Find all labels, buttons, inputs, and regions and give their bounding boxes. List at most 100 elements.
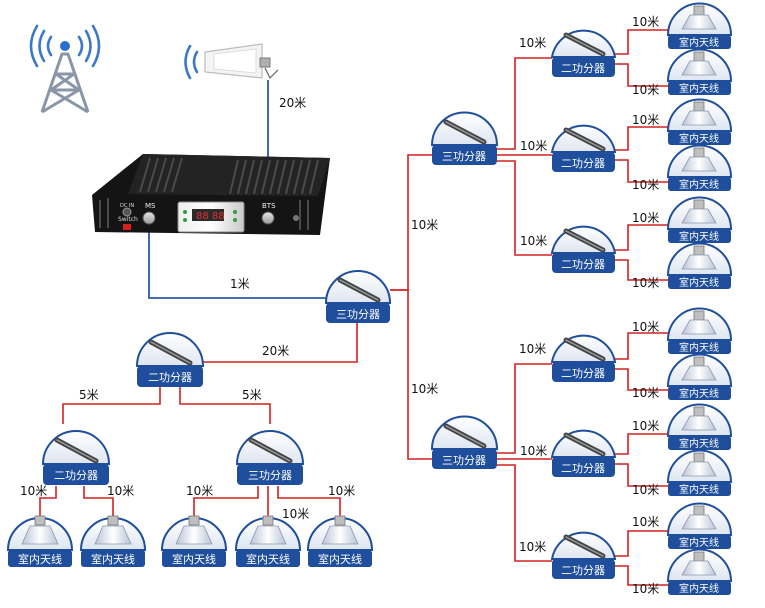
splitter-b: 三功分器 [235,430,305,485]
label-b-ant3: 10米 [328,484,355,498]
cable-s1-top [615,29,668,55]
dcin-label: DC IN [120,203,134,209]
splitter-s6: 二功分器 [550,531,617,579]
splitter-s3: 二功分器 [550,225,617,273]
label-s2-top: 10米 [632,113,659,127]
label-donor-feed: 20米 [279,96,306,110]
cooling-fins [99,157,319,230]
label-b-ant1: 10米 [186,484,213,498]
label-antenna-b2: 室内天线 [91,552,135,566]
label-antenna-r3: 室内天线 [679,132,719,145]
label-left-to-a: 5米 [79,388,99,402]
splitter-hub: 三功分器 [324,270,392,323]
label-upper-s1: 10米 [519,36,546,50]
label-splitter-s5: 二功分器 [561,462,605,475]
label-hub-to-left: 20米 [262,344,289,358]
label-antenna-b1: 室内天线 [18,552,62,566]
cable-length-labels: 1米 10米 10米 20米 5米 5米 10米 10米 10米 10米 10米… [20,15,659,596]
label-splitter-s3: 二功分器 [561,258,605,271]
label-antenna-r8: 室内天线 [679,387,719,400]
cable-left-to-a [62,387,161,424]
cable-s4-top [615,332,668,360]
label-s5-bottom: 10米 [632,483,659,497]
label-s6-bottom: 10米 [632,582,659,596]
bts-port [261,211,275,225]
cable-s6-top [615,530,668,557]
splitter-s4: 二功分器 [550,334,617,382]
cable-s5-bottom [615,463,668,487]
indoor-antenna-b1: 室内天线 [6,515,74,567]
label-antenna-r10: 室内天线 [679,483,719,496]
label-splitter-s2: 二功分器 [561,157,605,170]
cable-s1-bottom [615,63,668,87]
label-ms-to-hub: 1米 [230,277,250,291]
indoor-antenna-b4: 室内天线 [234,515,302,567]
indoor-antenna-r1: 室内天线 [666,2,733,49]
cable-a-ant2 [83,486,114,516]
splitter-a: 二功分器 [41,430,111,485]
label-hub-to-upper: 10米 [411,218,438,232]
cable-s6-bottom [615,565,668,586]
label-lower-s6: 10米 [519,540,546,554]
dcin-port [122,207,132,217]
indoor-antenna-b2: 室内天线 [79,515,147,567]
label-antenna-r4: 室内天线 [679,178,719,191]
ms-port [142,211,156,225]
indoor-antenna-r3: 室内天线 [666,98,733,145]
cable-b-ant3 [277,486,341,516]
label-splitter-s1: 二功分器 [561,62,605,75]
label-left-to-b: 5米 [242,388,262,402]
label-splitter-s6: 二功分器 [561,564,605,577]
ms-port-label: MS [145,202,156,210]
label-splitter-a: 二功分器 [54,469,98,482]
cable-network [39,29,668,586]
cable-lower-s6 [497,464,552,562]
cable-s2-top [615,126,668,151]
indoor-antenna-r9: 室内天线 [666,403,733,450]
cable-a-ant1 [39,486,57,516]
cable-s5-top [615,433,668,455]
donor-antenna-icon [184,43,279,80]
label-a-ant2: 10米 [107,484,134,498]
label-s1-bottom: 10米 [632,83,659,97]
cable-upper-s3 [497,160,552,256]
cable-s3-top [615,224,668,251]
label-s3-bottom: 10米 [632,276,659,290]
label-splitter-s4: 二功分器 [561,367,605,380]
splitter-s1: 二功分器 [550,29,617,77]
label-antenna-b3: 室内天线 [172,552,216,566]
label-s2-bottom: 10米 [632,178,659,192]
indoor-antenna-r2: 室内天线 [666,48,733,95]
label-upper-s3: 10米 [520,234,547,248]
label-s4-top: 10米 [632,320,659,334]
indoor-antenna-b5: 室内天线 [306,515,374,567]
label-antenna-r2: 室内天线 [679,82,719,95]
label-splitter-left: 二功分器 [148,371,192,384]
cable-s3-bottom [615,259,668,281]
label-splitter-upper: 三功分器 [442,150,486,163]
indoor-antenna-r10: 室内天线 [666,449,733,496]
repeater-unit: 88 88 DC IN Switch MS BTS [92,154,330,235]
indoor-antenna-r4: 室内天线 [666,144,733,191]
cable-lower-s4 [497,363,552,454]
label-splitter-b: 三功分器 [248,469,292,482]
indoor-antenna-r12: 室内天线 [666,548,733,595]
power-switch[interactable] [123,224,131,230]
splitter-upper: 三功分器 [430,111,499,165]
label-antenna-r11: 室内天线 [679,536,719,549]
cable-ms-to-hub [148,225,326,299]
label-antenna-r9: 室内天线 [679,437,719,450]
switch-label: Switch [118,216,138,223]
label-antenna-r5: 室内天线 [679,230,719,243]
splitter-s5: 二功分器 [550,429,617,477]
label-antenna-r7: 室内天线 [679,341,719,354]
label-hub-to-lower: 10米 [411,382,438,396]
label-antenna-b4: 室内天线 [246,552,290,566]
label-s1-top: 10米 [632,15,659,29]
signal-waves [29,24,101,68]
label-s4-bottom: 10米 [632,386,659,400]
cable-s2-bottom [615,159,668,183]
indoor-antenna-r6: 室内天线 [666,242,733,289]
splitter-lower: 三功分器 [430,415,499,469]
